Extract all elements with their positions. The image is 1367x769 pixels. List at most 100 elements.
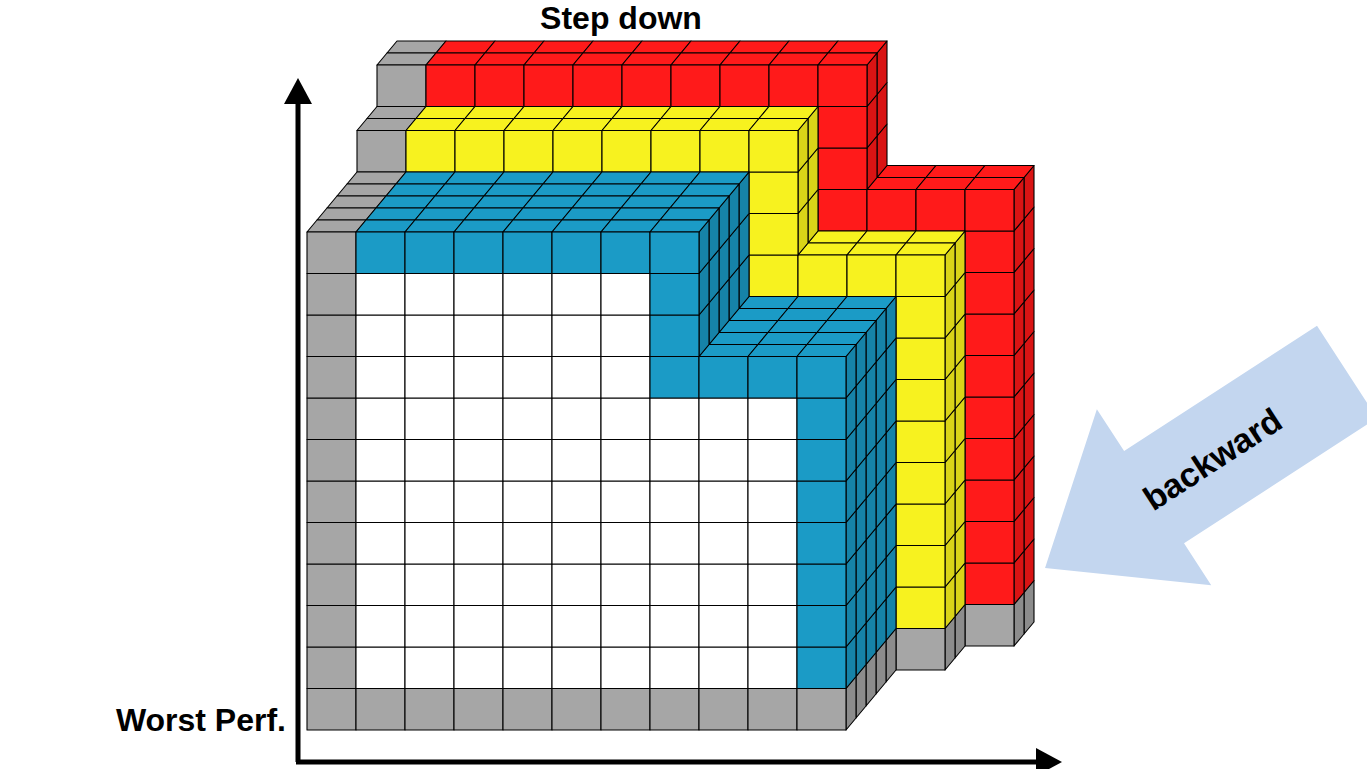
cube-face <box>749 172 798 214</box>
cube-face <box>699 523 748 565</box>
cube-face <box>503 564 552 606</box>
cube-face <box>356 523 405 565</box>
cube-face <box>797 481 846 523</box>
cube-face <box>307 232 356 274</box>
step-down-label: Step down <box>540 0 702 36</box>
cube-face <box>405 440 454 482</box>
cube-face <box>680 184 739 196</box>
cube-face <box>748 357 797 399</box>
cube-face <box>818 107 867 149</box>
cube-face <box>650 647 699 689</box>
cube-face <box>650 689 699 731</box>
cube-face <box>896 380 945 422</box>
cube-face <box>405 689 454 731</box>
cube-face <box>797 564 846 606</box>
cube-face <box>552 523 601 565</box>
cube-face <box>307 647 356 689</box>
cube-face <box>356 564 405 606</box>
cube-face <box>660 208 719 220</box>
cube-face <box>797 398 846 440</box>
cube-face <box>454 481 503 523</box>
cube-face <box>650 481 699 523</box>
cube-face <box>601 315 650 357</box>
cube-face <box>307 564 356 606</box>
cube-face <box>650 220 709 232</box>
cube-face <box>818 148 867 190</box>
cube-face <box>699 647 748 689</box>
cube-face <box>896 338 945 380</box>
cube-face <box>965 563 1014 605</box>
cube-face <box>454 232 503 274</box>
cube-face <box>601 440 650 482</box>
cube-face <box>405 606 454 648</box>
cube-face <box>699 398 748 440</box>
cube-face <box>699 564 748 606</box>
cube-face <box>601 564 650 606</box>
cube-face <box>307 357 356 399</box>
cube-face <box>356 647 405 689</box>
direction-arrow: backward <box>1016 290 1367 650</box>
cube-face <box>748 398 797 440</box>
cube-face <box>650 564 699 606</box>
cube-face <box>454 523 503 565</box>
cube-face <box>356 357 405 399</box>
cube-face <box>454 398 503 440</box>
cube-face <box>797 440 846 482</box>
cube-face <box>405 647 454 689</box>
cube-face <box>552 689 601 731</box>
cube-face <box>503 274 552 316</box>
cube-face <box>552 398 601 440</box>
cube-face <box>818 53 877 65</box>
cube-face <box>798 255 847 297</box>
cube-face <box>601 606 650 648</box>
cube-face <box>552 606 601 648</box>
cube-face <box>503 606 552 648</box>
cube-face <box>454 274 503 316</box>
cube-face <box>650 315 699 357</box>
arrow-body <box>988 284 1367 656</box>
cube-face <box>965 356 1014 398</box>
cube-face <box>651 131 700 173</box>
cube-face <box>896 587 945 629</box>
cube-face <box>552 481 601 523</box>
cube-face <box>601 481 650 523</box>
cube-face <box>503 315 552 357</box>
cube-face <box>699 357 748 399</box>
x-axis-arrowhead <box>1036 748 1062 769</box>
cube-face <box>405 398 454 440</box>
cube-face <box>405 481 454 523</box>
cube-face <box>454 689 503 731</box>
cube-face <box>700 131 749 173</box>
cube-face <box>405 357 454 399</box>
cube-face <box>601 357 650 399</box>
cube-face <box>307 398 356 440</box>
cube-face <box>552 564 601 606</box>
y-axis-arrowhead <box>284 78 312 104</box>
cube-face <box>699 440 748 482</box>
cube-face <box>356 398 405 440</box>
cube-face <box>797 689 846 731</box>
cube-face <box>601 689 650 731</box>
cube-face <box>406 131 455 173</box>
cube-face <box>307 689 356 731</box>
cube-face <box>965 522 1014 564</box>
cube-face <box>797 345 856 357</box>
cube-face <box>426 65 475 107</box>
cube-face <box>503 689 552 731</box>
cube-face <box>454 315 503 357</box>
cube-face <box>553 131 602 173</box>
cube-face <box>748 481 797 523</box>
cube-face <box>916 190 965 232</box>
cube-face <box>357 131 406 173</box>
x-axis <box>296 760 1045 765</box>
cube-face <box>650 357 699 399</box>
cube-face <box>503 440 552 482</box>
cube-face <box>965 231 1014 273</box>
cube-face <box>896 297 945 339</box>
cube-face <box>405 564 454 606</box>
cube-face <box>965 314 1014 356</box>
cube-face <box>827 309 886 321</box>
cube-face <box>807 333 866 345</box>
cube-face <box>699 481 748 523</box>
